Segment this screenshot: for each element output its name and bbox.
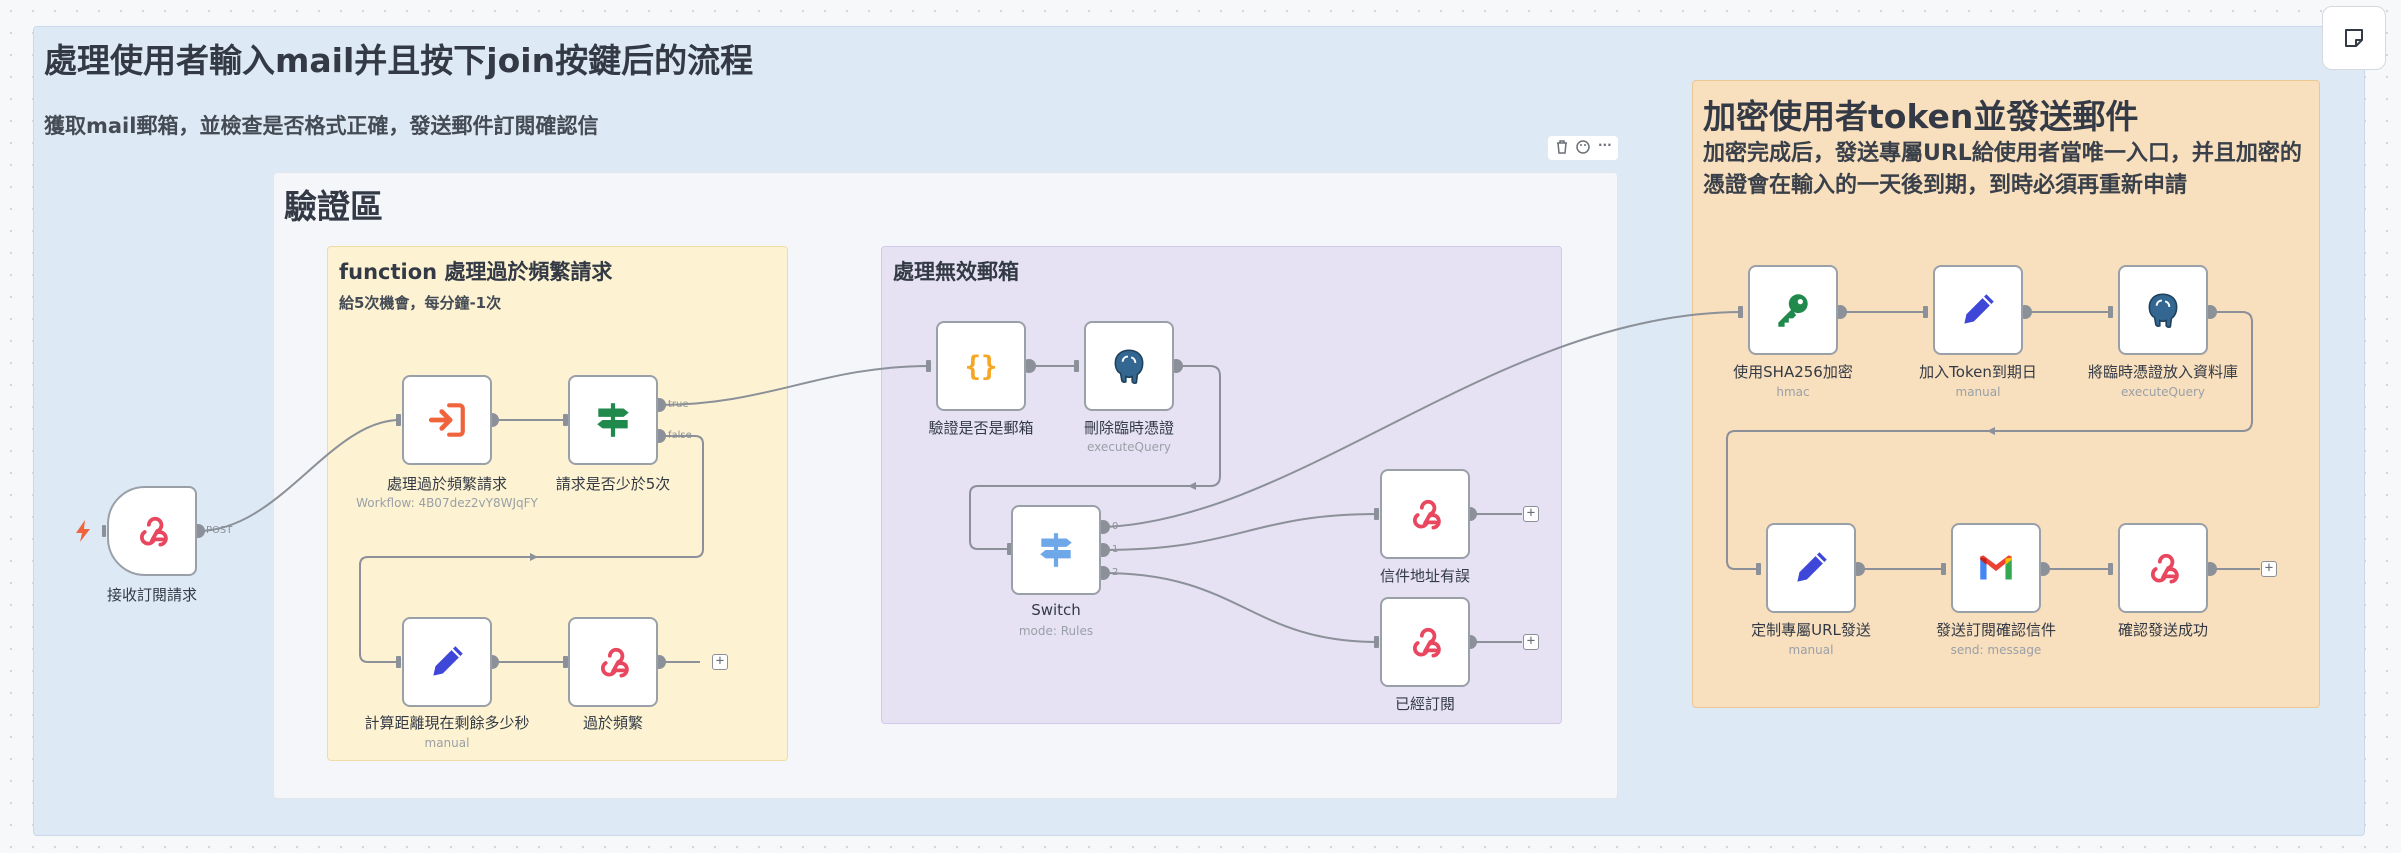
node-label: 定制專屬URL發送	[1751, 621, 1871, 639]
webhook-icon	[1412, 627, 1441, 658]
node-label: Switch	[1031, 601, 1081, 619]
more-options-button[interactable]: ···	[1598, 138, 1612, 152]
node-invalid-address[interactable]	[1380, 469, 1470, 559]
postgres-icon	[1114, 349, 1144, 384]
node-label: 確認發送成功	[2117, 621, 2208, 639]
node-add-expiry[interactable]	[1933, 265, 2023, 355]
node-sublabel: manual	[1955, 385, 2001, 399]
node-sublabel: executeQuery	[2120, 385, 2206, 399]
node-label: 信件地址有誤	[1379, 567, 1470, 585]
palette-icon[interactable]	[1576, 140, 1590, 157]
node-label: 過於頻繁	[582, 714, 643, 732]
node-validate-email[interactable]: {}	[936, 321, 1026, 411]
port-label-true: true	[668, 399, 689, 410]
node-label: 使用SHA256加密	[1733, 363, 1853, 381]
node-label: 發送訂閱確認信件	[1935, 621, 2056, 639]
svg-text:{}: {}	[965, 351, 998, 382]
node-sublabel: manual	[424, 736, 470, 750]
pencil-icon	[1964, 294, 1994, 324]
node-delete-temp[interactable]	[1084, 321, 1174, 411]
gmail-icon	[1980, 555, 2012, 580]
node-label: 請求是否少於5次	[555, 475, 671, 493]
invalid-email-title: 處理無效郵箱	[893, 260, 1019, 284]
node-too-frequent[interactable]	[568, 617, 658, 707]
sticky-note-icon	[2345, 29, 2363, 47]
node-confirm-success[interactable]	[2118, 523, 2208, 613]
encrypt-desc-line1: 加密完成后，發送專屬URL給使用者當唯一入口，并且加密的	[1703, 141, 2302, 166]
add-node-button[interactable]: +	[1523, 506, 1539, 522]
node-already-subscribed[interactable]	[1380, 597, 1470, 687]
key-icon	[1778, 294, 1808, 327]
add-node-button[interactable]: +	[2261, 561, 2277, 577]
encrypt-title: 加密使用者token並發送郵件	[1703, 97, 2139, 136]
switch-icon	[1040, 533, 1072, 567]
connection-switch1-to-invalid[interactable]	[1102, 513, 1379, 551]
node-label: 驗證是否是郵箱	[928, 419, 1034, 437]
trigger-bolt-icon	[76, 520, 90, 546]
webhook-icon	[1412, 499, 1441, 530]
pencil-icon	[433, 646, 463, 676]
verify-title: 驗證區	[284, 187, 383, 226]
port-label-1: 1	[1112, 544, 1119, 555]
node-label: 接收訂閱請求	[106, 586, 197, 604]
sticky-toolbar: ···	[1548, 136, 1618, 160]
node-label: 刪除臨時憑證	[1083, 419, 1174, 437]
connection-if-true-to-validate[interactable]	[658, 365, 931, 406]
webhook-icon	[139, 516, 168, 547]
add-node-button[interactable]: +	[712, 654, 728, 670]
connection-delete-to-switch[interactable]	[969, 365, 1221, 550]
rate-limit-title: function 處理過於頻繁請求	[339, 260, 613, 284]
add-node-button[interactable]: +	[1523, 634, 1539, 650]
node-webhook-trigger[interactable]	[107, 486, 197, 576]
node-label: 已經訂閱	[1394, 695, 1455, 713]
rate-limit-note: 給5次機會，每分鐘-1次	[339, 294, 502, 312]
node-store-temp[interactable]	[2118, 265, 2208, 355]
rate-limit-sticky-note[interactable]	[327, 246, 788, 761]
connection-switch0-to-sha256[interactable]	[1102, 311, 1743, 528]
node-sublabel: hmac	[1776, 385, 1810, 399]
port-label-post: POST	[206, 525, 233, 536]
webhook-icon	[2150, 553, 2179, 584]
postgres-icon	[2148, 293, 2178, 328]
node-if-requests[interactable]	[568, 375, 658, 465]
node-label: 將臨時憑證放入資料庫	[2087, 363, 2238, 381]
node-calc-remaining[interactable]	[402, 617, 492, 707]
node-sublabel: mode: Rules	[1018, 624, 1094, 638]
encrypt-desc-line2: 憑證會在輸入的一天後到期，到時必須再重新申請	[1703, 173, 2188, 198]
code-braces-icon: {}	[965, 351, 998, 382]
node-sublabel: executeQuery	[1086, 440, 1172, 454]
connection-switch2-to-subscribed[interactable]	[1102, 572, 1379, 643]
node-label: 加入Token到期日	[1919, 363, 2037, 381]
node-sha256[interactable]	[1748, 265, 1838, 355]
trash-icon[interactable]	[1556, 140, 1568, 157]
add-sticky-note-button[interactable]	[2322, 6, 2386, 70]
signpost-icon	[597, 403, 629, 437]
sign-in-icon	[428, 403, 465, 437]
node-sublabel: manual	[1788, 643, 1834, 657]
node-label: 計算距離現在剩餘多少秒	[364, 714, 530, 732]
port-label-2: 2	[1112, 567, 1119, 578]
port-label-false: false	[668, 430, 692, 441]
outer-title: 處理使用者輸入mail并且按下join按鍵后的流程	[44, 41, 754, 80]
node-switch[interactable]	[1011, 505, 1101, 595]
webhook-icon	[600, 647, 629, 678]
pencil-icon	[1797, 552, 1827, 582]
connection-trigger-to-exec[interactable]	[197, 419, 401, 532]
node-custom-url[interactable]	[1766, 523, 1856, 613]
node-sublabel: Workflow: 4B07dez2vY8WJqFY	[356, 496, 538, 510]
port-label-0: 0	[1112, 521, 1119, 532]
node-send-confirm[interactable]	[1951, 523, 2041, 613]
node-exec-workflow[interactable]	[402, 375, 492, 465]
node-sublabel: send: message	[1950, 643, 2042, 657]
outer-subtitle: 獲取mail郵箱，並檢查是否格式正確，發送郵件訂閱確認信	[44, 114, 599, 138]
node-label: 處理過於頻繁請求	[386, 475, 507, 493]
